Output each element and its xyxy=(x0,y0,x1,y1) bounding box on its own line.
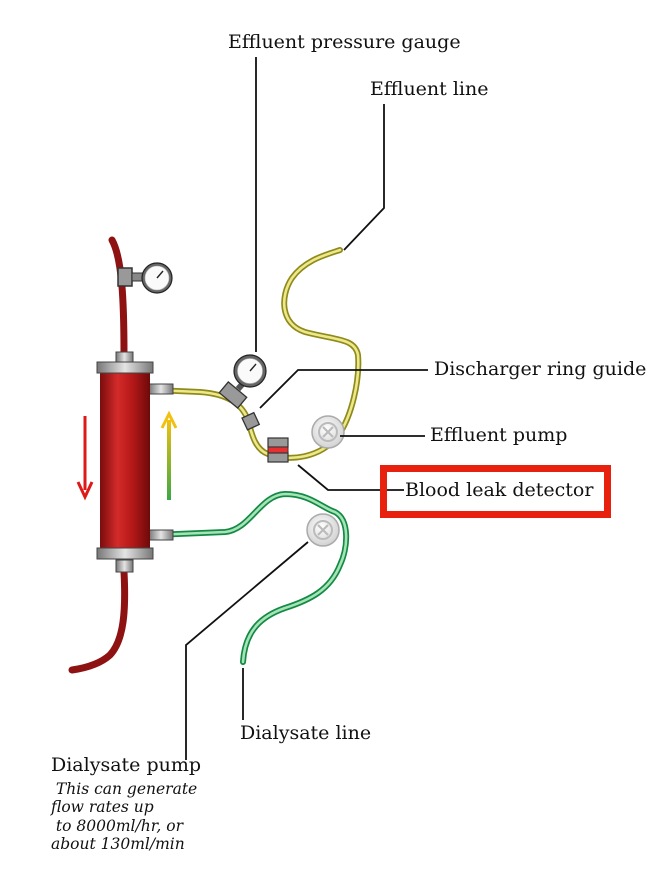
label-effluent-line: Effluent line xyxy=(370,78,489,100)
leader-blood-leak-detector xyxy=(297,464,404,491)
label-discharger-ring-guide: Discharger ring guide xyxy=(434,358,647,380)
leader-effluent-line xyxy=(343,104,385,251)
blood-leak-detector-highlight xyxy=(380,465,611,518)
dialysate-pump-note: This can generate flow rates up to 8000m… xyxy=(51,780,198,854)
effluent-pump-icon xyxy=(311,415,345,449)
label-blood-leak-detector: Blood leak detector xyxy=(405,479,594,501)
leader-discharger-ring-guide xyxy=(259,369,428,409)
effluent-pressure-gauge-icon xyxy=(218,354,267,409)
arterial-pressure-gauge-icon xyxy=(117,262,173,294)
dialysate-flow-arrow-icon xyxy=(160,410,178,500)
blood-inlet-line xyxy=(108,236,128,359)
leader-lines xyxy=(185,57,428,760)
label-effluent-pump: Effluent pump xyxy=(430,424,568,446)
leader-dialysate-pump xyxy=(185,541,309,760)
blood-flow-arrow-icon xyxy=(76,416,94,501)
blood-leak-detector-icon xyxy=(267,437,289,463)
dialysate-pump-icon xyxy=(306,513,340,547)
label-dialysate-line: Dialysate line xyxy=(240,722,372,744)
label-effluent-pressure-gauge: Effluent pressure gauge xyxy=(228,31,461,53)
label-dialysate-pump: Dialysate pump xyxy=(51,754,202,776)
blood-return-line xyxy=(68,568,129,674)
hemofilter xyxy=(96,351,174,573)
discharger-ring-guide-icon xyxy=(241,411,261,431)
